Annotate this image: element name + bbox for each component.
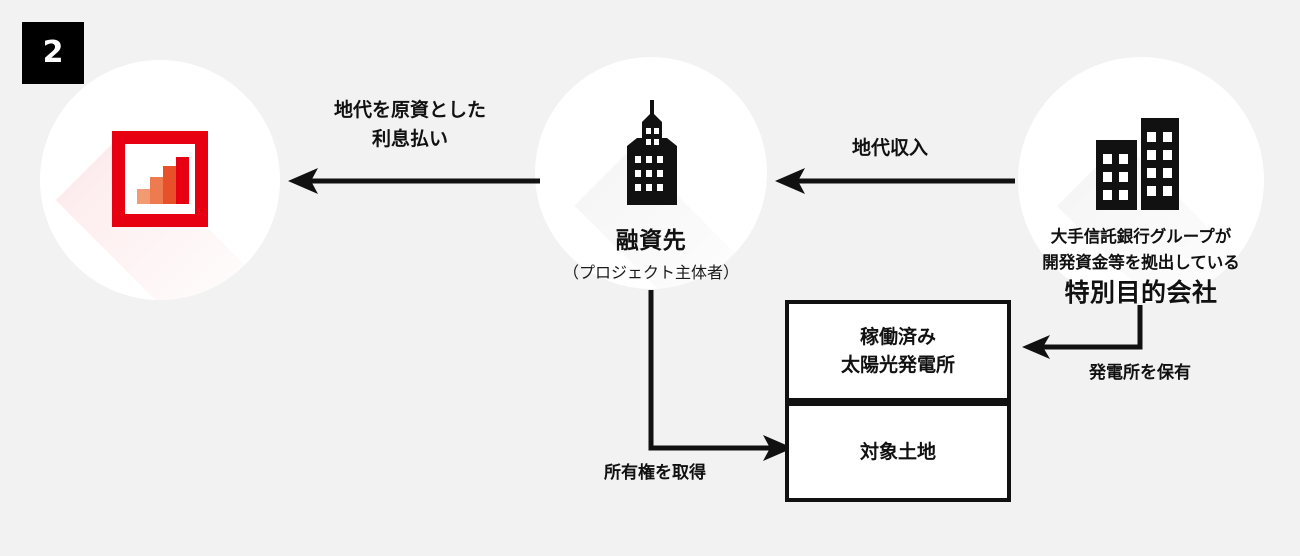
skyscraper-icon [615, 100, 689, 209]
solar-plant-line-1: 稼働済み [859, 325, 936, 348]
interest-payment-line-2: 利息払い [371, 127, 448, 150]
spc-line-2: 開発資金等を拠出している [1042, 252, 1240, 272]
borrower-caption: 融資先 （プロジェクト主体者） [491, 226, 811, 284]
target-land-box: 対象土地 [785, 402, 1011, 502]
borrower-title: 融資先 [615, 228, 687, 254]
interest-payment-label: 地代を原資とした 利息払い [270, 96, 550, 153]
own-plant-elbow-line [1036, 305, 1143, 350]
spc-caption: 大手信託銀行グループが 開発資金等を拠出している 特別目的会社 [981, 224, 1300, 310]
acquire-ownership-label: 所有権を取得 [604, 463, 706, 483]
spc-line-3: 特別目的会社 [1064, 278, 1218, 308]
rent-income-arrowhead [775, 168, 805, 194]
interest-payment-line-1: 地代を原資とした [333, 99, 486, 121]
acquire-ownership-elbow-line [648, 290, 778, 451]
office-buildings-icon [1096, 118, 1186, 214]
step-number-badge: 2 [22, 22, 84, 84]
own-plant-label: 発電所を保有 [1089, 363, 1191, 383]
interest-payment-arrowhead [288, 168, 318, 194]
solar-plant-box: 稼働済み 太陽光発電所 [785, 300, 1011, 402]
bar-chart-frame-icon [112, 131, 208, 231]
rent-income-label: 地代収入 [851, 137, 928, 159]
target-land-label: 対象土地 [859, 440, 936, 463]
step-number-text: 2 [42, 35, 64, 70]
spc-line-1: 大手信託銀行グループが [1050, 227, 1232, 246]
own-plant-arrowhead [1022, 335, 1050, 359]
borrower-subtitle: （プロジェクト主体者） [562, 263, 739, 283]
solar-plant-line-2: 太陽光発電所 [840, 354, 955, 376]
